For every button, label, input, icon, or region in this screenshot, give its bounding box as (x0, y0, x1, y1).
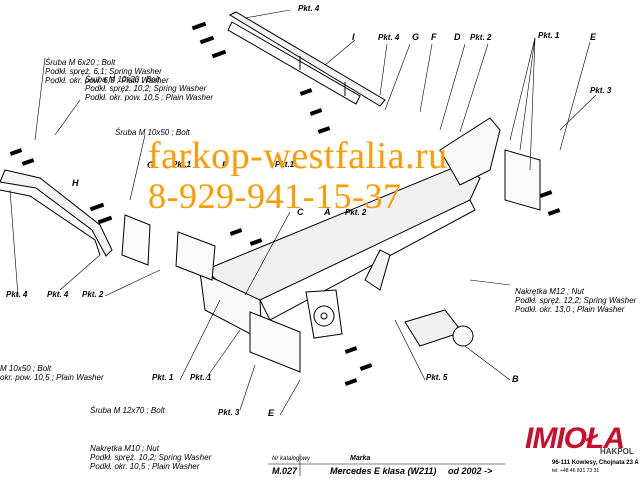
callout-h: H (72, 178, 79, 188)
label-line: M 10x50 ; Bolt (0, 364, 52, 373)
pkt-4-top: Pkt. 4 (298, 4, 320, 13)
callout-f: F (431, 32, 437, 42)
label-line: Nakrętka M12 ; Nut (515, 287, 584, 296)
label-line: Śruba M 6x20 ; Bolt (45, 58, 116, 67)
brand-address: 96-111 Kowiesy, Chojnata 23 A (552, 460, 639, 466)
pkt-2-left: Pkt. 2 (82, 290, 104, 299)
callout-f2: F (222, 160, 228, 170)
pkt-4-left1: Pkt. 4 (6, 290, 28, 299)
callout-b: B (512, 374, 519, 384)
socket-plate (305, 289, 343, 339)
label-line: Podkł. spręż. 12,2; Spring Washer (515, 296, 637, 305)
leader-lines (9, 9, 597, 416)
label-line: Śruba M 10x30 ; Bolt (85, 75, 160, 84)
bracket-i (227, 11, 386, 107)
label-line: Podkł. okr. pow. 10,5 ; Plain Washer (85, 93, 214, 102)
label-bolt-m12: Śruba M 12x70 ; Bolt (90, 406, 165, 415)
callout-g2: G (147, 160, 155, 170)
label-bolt-m10-50-b: M 10x50 ; Bolt okr. pow. 10,5 ; Plain Wa… (0, 364, 104, 382)
label-bolt-m6: Śruba M 6x20 ; Bolt Podkł. spręż. 6,1; S… (45, 58, 169, 85)
vehicle-year: od 2002 -> (448, 466, 493, 476)
callout-d: D (454, 32, 461, 42)
bracket-c (249, 311, 301, 373)
pkt-2-mid: Pkt. 2 (345, 208, 367, 217)
pkt-1-left: Pkt.1 (172, 160, 192, 169)
vehicle-model: Mercedes E klasa (W211) (330, 466, 437, 476)
label-line: Podkł. spręż. 10,2; Spring Washer (90, 453, 212, 462)
title-block-lines (268, 454, 505, 476)
callout-g: G (412, 32, 420, 42)
bracket-f-left (121, 214, 216, 281)
pkt-1-bottom2: Pkt. 1 (190, 373, 212, 382)
brand-sub: HAKPOL (600, 447, 634, 456)
pkt-5: Pkt. 5 (426, 373, 448, 382)
callout-e: E (590, 32, 597, 42)
pkt-3-right: Pkt. 3 (590, 86, 612, 95)
callout-i: I (352, 32, 355, 42)
watermark-site: farkop-westfalia.ru (148, 135, 448, 177)
pkt-1-top: Pkt. 1 (538, 31, 560, 40)
bracket-e-right (504, 149, 541, 211)
ball-neck (364, 249, 474, 347)
label-bolt-m10-50-a: Śruba M 10x50 ; Bolt (115, 128, 190, 137)
pkt-1-bottom1: Pkt. 1 (152, 373, 174, 382)
pkt-4-left2: Pkt. 4 (47, 290, 69, 299)
callout-c: C (297, 207, 304, 217)
catalog-number: M.027 (272, 466, 298, 476)
label-line: okr. pow. 10,5 ; Plain Washer (0, 373, 104, 382)
label-line: Podkł. spręż. 6,1; Spring Washer (45, 67, 162, 76)
watermark-phone: 8-929-941-15-37 (148, 176, 402, 216)
brand-tel: tel. +48 46 831 73 31 (552, 468, 600, 474)
crossbar-a (199, 117, 501, 341)
callout-e2: E (268, 408, 275, 418)
label-nut-m12: Nakrętka M12 ; Nut Podkł. spręż. 12,2; S… (515, 287, 636, 314)
label-line: Podkł. okr. 10,5 ; Plain Washer (90, 462, 200, 471)
label-line: Nakrętka M10 ; Nut (90, 444, 159, 453)
label-line: Podkł. spręż. 10,2; Spring Washer (85, 84, 207, 93)
pkt-4-mid: Pkt. 4 (378, 33, 400, 42)
pkt-1-mid: Pkt.1 (275, 160, 295, 169)
catalog-label: Nr katalogowy (272, 456, 311, 462)
label-nut-m10: Nakrętka M10 ; Nut Podkł. spręż. 10,2; S… (90, 444, 211, 471)
bolts (9, 21, 561, 386)
label-line: Podkł. okr. 13,0 ; Plain Washer (515, 305, 625, 314)
label-line: Podkł. okr. pow. 6,5 ; Plain Washer (45, 76, 169, 85)
callout-a: A (324, 207, 331, 217)
label-bolt-m10-30: Śruba M 10x30 ; Bolt Podkł. spręż. 10,2;… (85, 75, 213, 102)
marka-label: Marka (350, 455, 371, 462)
pkt-3-bottom: Pkt. 3 (218, 408, 240, 417)
brand-logo: IMIOŁA (525, 422, 625, 455)
bracket-h (0, 169, 113, 257)
pkt-2-top: Pkt. 2 (470, 33, 492, 42)
